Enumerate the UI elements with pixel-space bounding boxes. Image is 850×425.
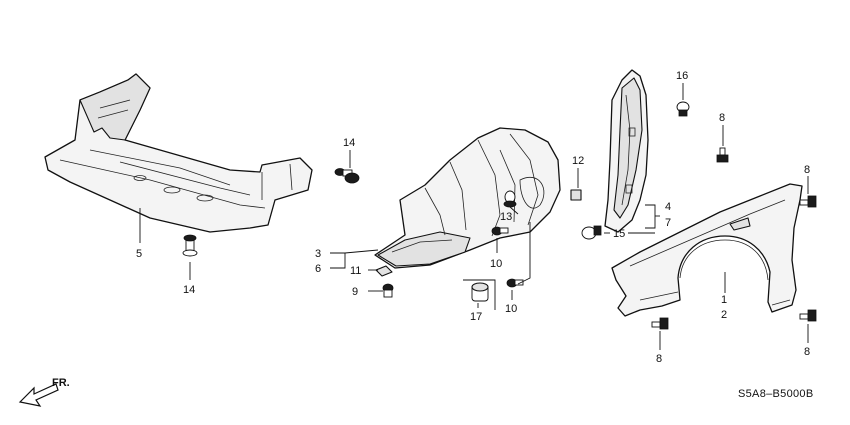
screw-10-upper [491,226,509,236]
clip-11 [375,265,393,277]
screw-10-lower [506,278,524,288]
callout-4: 4 [665,201,671,213]
callout-9: 9 [352,286,358,298]
clip-14-upper [334,168,360,184]
callout-14-lower: 14 [183,284,195,296]
callout-14-upper: 14 [343,137,355,149]
diagram-code: S5A8–B5000B [738,388,813,400]
callout-2: 2 [721,309,727,321]
bolt-8-top [716,147,729,163]
callout-17: 17 [470,311,482,323]
callout-1: 1 [721,294,727,306]
clip-12 [570,189,582,201]
clip-16 [676,101,690,117]
callout-10-lower: 10 [505,303,517,315]
clip-9 [382,283,394,298]
callout-11: 11 [350,265,361,277]
callout-15: 15 [613,228,625,240]
grommet-17 [471,282,489,302]
front-fender [611,183,803,317]
fender-mounting-bracket [604,69,649,233]
front-direction-indicator: FR. [18,377,70,407]
bolt-8-right-upper [799,195,817,208]
front-arrow-icon [18,383,59,407]
front-inner-fender [374,127,561,269]
callout-6: 6 [315,263,321,275]
clip-15 [581,225,602,240]
callout-10-upper: 10 [490,258,502,270]
bolt-8-bottom [651,317,669,330]
callout-8-top: 8 [719,112,725,124]
callout-7: 7 [665,217,671,229]
callout-8-right-lower: 8 [804,346,810,358]
front-label: FR. [52,377,70,389]
callout-16: 16 [676,70,688,82]
callout-3: 3 [315,248,321,260]
bolt-8-right-lower [799,309,817,322]
callout-8-bottom: 8 [656,353,662,365]
callout-12: 12 [572,155,584,167]
callout-5: 5 [136,248,142,260]
clip-14-lower [182,234,198,257]
leader-lines [139,83,809,350]
clip-13 [503,190,517,208]
front-splash-shield [44,73,313,233]
callout-13: 13 [500,211,512,223]
callout-8-right-upper: 8 [804,164,810,176]
